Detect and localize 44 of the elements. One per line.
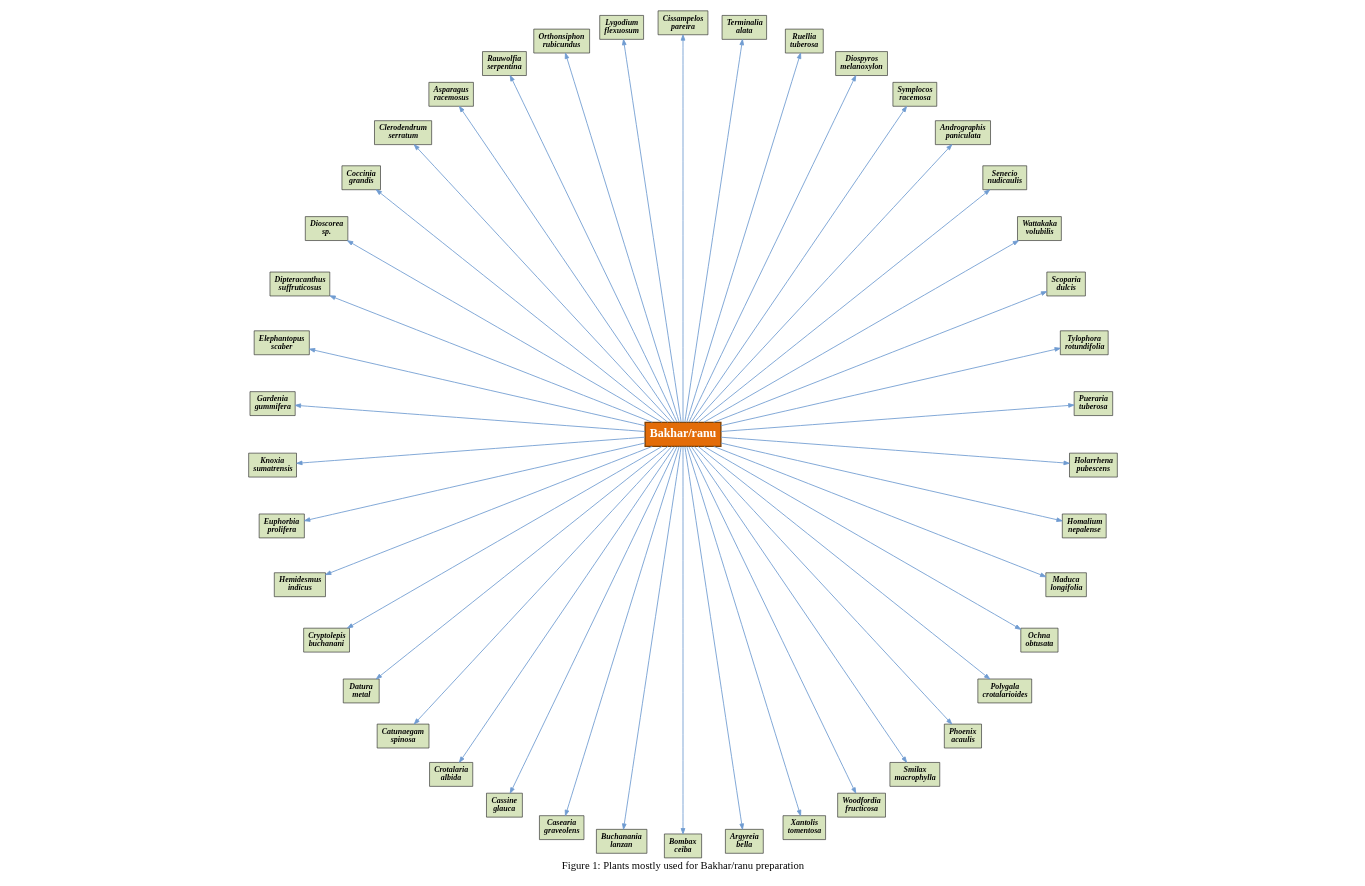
arrow xyxy=(346,446,662,629)
arrow xyxy=(687,446,856,794)
arrow xyxy=(690,106,907,423)
arrow xyxy=(693,144,952,423)
arrow xyxy=(697,189,990,423)
arrow xyxy=(687,75,856,423)
arrow xyxy=(703,446,1021,630)
caption: Figure 1: Plants mostly used for Bakhar/ranu preparation xyxy=(561,860,804,872)
arrow xyxy=(621,446,682,830)
arrow xyxy=(375,189,668,423)
arrow xyxy=(564,52,680,423)
arrow xyxy=(685,52,801,423)
arrow xyxy=(712,446,1046,578)
arrow xyxy=(712,291,1047,423)
arrow xyxy=(458,106,675,423)
arrow xyxy=(697,445,990,680)
arrow xyxy=(720,436,1070,466)
arrow xyxy=(413,144,672,423)
arrow xyxy=(703,240,1019,423)
arrow xyxy=(458,446,675,763)
node-box: Bakhar/ranu xyxy=(643,421,722,447)
arrow xyxy=(680,34,685,423)
arrow xyxy=(308,348,645,427)
arrow xyxy=(509,75,678,423)
arrow xyxy=(621,39,682,423)
arrow xyxy=(509,446,678,794)
arrow xyxy=(683,39,744,423)
arrow xyxy=(295,436,645,466)
arrow xyxy=(564,445,680,816)
arrow xyxy=(324,446,653,576)
arrow xyxy=(690,446,907,763)
arrow xyxy=(720,442,1063,522)
arrow xyxy=(680,446,685,835)
arrow xyxy=(693,445,952,725)
arrow xyxy=(303,442,645,522)
arrow xyxy=(375,445,668,680)
arrow xyxy=(346,240,662,423)
arrow xyxy=(685,445,801,816)
arrow xyxy=(683,446,744,830)
arrow xyxy=(413,445,672,725)
arrow xyxy=(720,403,1074,432)
arrow xyxy=(294,403,645,432)
arrow xyxy=(720,347,1061,427)
arrow xyxy=(329,295,653,423)
